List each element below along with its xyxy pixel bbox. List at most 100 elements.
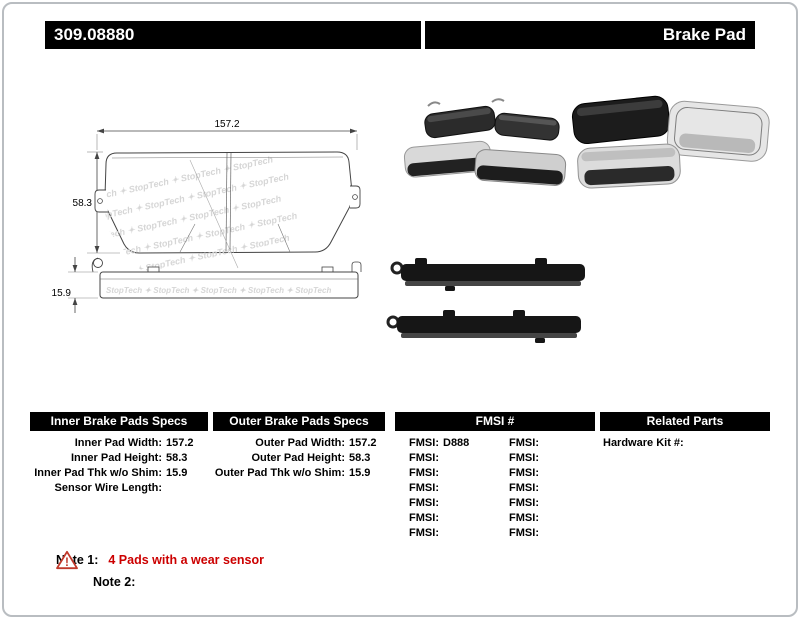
fmsi-label: FMSI: [509, 512, 539, 524]
product-name-bar: Brake Pad [425, 21, 755, 49]
notes-section: ! Note 1: 4 Pads with a wear sensor Note… [56, 549, 264, 592]
fmsi-label: FMSI: [409, 527, 439, 539]
note-1: ! Note 1: 4 Pads with a wear sensor [56, 549, 264, 570]
pad-stack-photo-bottom [386, 310, 581, 343]
fmsi-value [539, 526, 543, 541]
outer-specs-table: Outer Pad Width: 157.2 Outer Pad Height:… [213, 436, 385, 481]
fmsi-label: FMSI: [509, 452, 539, 464]
table-row: FMSI: FMSI: [395, 481, 595, 496]
fmsi-cell: FMSI: [495, 496, 595, 511]
fmsi-cell: FMSI: [395, 496, 495, 511]
spec-value: 15.9 [349, 467, 371, 479]
product-photos-side [386, 258, 585, 343]
spec-label: Outer Pad Width: [255, 437, 345, 449]
width-dimension-label: 157.2 [214, 119, 239, 130]
spec-label: Inner Pad Thk w/o Shim: [34, 467, 162, 479]
fmsi-cell: FMSI: [395, 511, 495, 526]
fmsi-cell: FMSI: [495, 466, 595, 481]
fmsi-value [439, 511, 443, 526]
note-2-label: Note 2: [93, 575, 136, 589]
note-2: Note 2: [93, 572, 264, 592]
section-line [189, 159, 239, 269]
inner-specs-header: Inner Brake Pads Specs [30, 412, 208, 431]
fmsi-cell: FMSI: [395, 451, 495, 466]
part-number-bar: 309.08880 [45, 21, 421, 49]
table-row: Outer Pad Thk w/o Shim: 15.9 [213, 466, 385, 481]
fmsi-cell: FMSI: [495, 481, 595, 496]
spec-label: Outer Pad Height: [251, 452, 345, 464]
table-row: Inner Pad Height: 58.3 [30, 451, 208, 466]
fmsi-value [439, 451, 443, 466]
fmsi-value [539, 511, 543, 526]
thickness-dimension-label: 15.9 [52, 288, 72, 299]
fmsi-value [539, 436, 543, 451]
spec-label: Sensor Wire Length: [54, 482, 162, 494]
technical-drawing: 157.2 58.3 StopTech ✦ StopTech ✦ StopTec… [52, 119, 362, 313]
pad-stack-photo-top [390, 258, 585, 291]
fmsi-cell: FMSI: [495, 451, 595, 466]
fmsi-cell: FMSI: [495, 436, 595, 451]
spec-value: 15.9 [166, 467, 188, 479]
fmsi-label: FMSI: [409, 512, 439, 524]
spec-label: Inner Pad Height: [70, 452, 162, 464]
fmsi-label: FMSI: [509, 467, 539, 479]
spec-value: 58.3 [349, 452, 371, 464]
outer-specs-header: Outer Brake Pads Specs [213, 412, 385, 431]
strip-watermark: StopTech ✦ StopTech ✦ StopTech ✦ StopTec… [106, 286, 331, 295]
table-row: Hardware Kit #: [600, 436, 770, 451]
svg-text:!: ! [65, 554, 69, 568]
spec-value: 157.2 [166, 437, 194, 449]
dimension-thickness: 15.9 [52, 257, 98, 313]
fmsi-cell: FMSI: [495, 526, 595, 541]
fmsi-value [439, 496, 443, 511]
fmsi-value [539, 496, 543, 511]
table-row: Inner Pad Width: 157.2 [30, 436, 208, 451]
svg-text:StopTech ✦ StopTech ✦ StopTech: StopTech ✦ StopTech ✦ StopTech ✦ StopTec… [106, 286, 331, 295]
spec-label: Inner Pad Width: [74, 437, 162, 449]
table-row: Sensor Wire Length: [30, 481, 208, 496]
note-1-text: 4 Pads with a wear sensor [108, 552, 264, 567]
fmsi-label: FMSI: [509, 437, 539, 449]
table-row: Inner Pad Thk w/o Shim: 15.9 [30, 466, 208, 481]
inner-specs-table: Inner Pad Width: 157.2 Inner Pad Height:… [30, 436, 208, 496]
fmsi-label: FMSI: [509, 497, 539, 509]
fmsi-value [439, 481, 443, 496]
table-row: Outer Pad Height: 58.3 [213, 451, 385, 466]
height-dimension-label: 58.3 [73, 198, 93, 209]
table-row: FMSI: FMSI: [395, 466, 595, 481]
fmsi-label: FMSI: [509, 527, 539, 539]
fmsi-label: FMSI: [509, 482, 539, 494]
table-row: Outer Pad Width: 157.2 [213, 436, 385, 451]
fmsi-value [439, 466, 443, 481]
fmsi-cell: FMSI: [495, 511, 595, 526]
product-name: Brake Pad [662, 25, 746, 44]
fmsi-value [439, 526, 443, 541]
fmsi-value [539, 481, 543, 496]
spec-value: 157.2 [349, 437, 377, 449]
table-row: FMSI: FMSI: [395, 526, 595, 541]
part-number: 309.08880 [54, 25, 135, 44]
pad-front-view: StopTech ✦ StopTech ✦ StopTech ✦ StopTec… [94, 151, 361, 278]
fmsi-table: FMSI: D888 FMSI: FMSI: FMSI: FMSI: FMSI:… [395, 436, 595, 541]
fmsi-value [539, 466, 543, 481]
fmsi-cell: FMSI: D888 [395, 436, 495, 451]
fmsi-label: FMSI: [409, 452, 439, 464]
fmsi-value [539, 451, 543, 466]
fmsi-value: D888 [443, 437, 470, 449]
spec-value: 58.3 [166, 452, 188, 464]
fmsi-label: FMSI: [409, 437, 439, 449]
fmsi-label: FMSI: [409, 482, 439, 494]
warning-icon: ! [56, 550, 78, 569]
related-parts-table: Hardware Kit #: [600, 436, 770, 451]
table-row: FMSI: D888 FMSI: [395, 436, 595, 451]
related-parts-header: Related Parts [600, 412, 770, 431]
related-part-value [684, 436, 688, 451]
dimension-width: 157.2 [96, 119, 358, 150]
pad-side-view: StopTech ✦ StopTech ✦ StopTech ✦ StopTec… [91, 257, 362, 299]
fmsi-cell: FMSI: [395, 526, 495, 541]
table-row: FMSI: FMSI: [395, 496, 595, 511]
product-photos [403, 95, 770, 189]
pad-set-photo-right [571, 95, 770, 189]
spec-label: Outer Pad Thk w/o Shim: [214, 467, 345, 479]
fmsi-label: FMSI: [409, 497, 439, 509]
